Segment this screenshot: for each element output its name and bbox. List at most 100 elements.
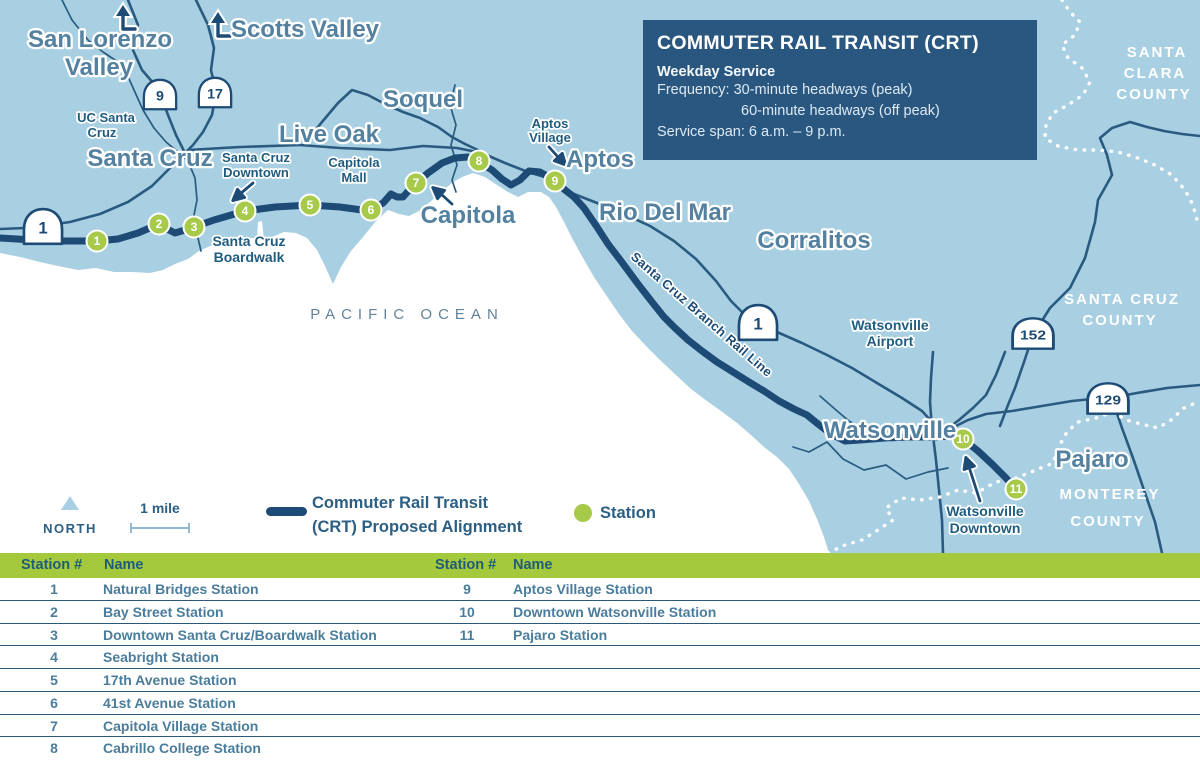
station-name: Capitola Village Station: [103, 717, 259, 734]
label-aptos-village-2: Village: [529, 130, 571, 145]
road-watsonville-main: [928, 350, 945, 555]
station-marker-7: 7: [404, 171, 428, 195]
road-soquel-loop: [303, 88, 482, 153]
station-marker-4: 4: [233, 199, 257, 223]
annotation-arrows: [229, 143, 984, 505]
svg-text:11: 11: [1010, 482, 1023, 496]
highway-1-south-number: 1: [753, 315, 762, 334]
label-live-oak: Live Oak: [279, 121, 380, 148]
svg-text:10: 10: [956, 432, 970, 446]
info-box-subtitle: Weekday Service: [657, 64, 776, 80]
monterey-county-line: [826, 399, 1200, 555]
station-name: Downtown Santa Cruz/Boardwalk Station: [103, 626, 377, 643]
station-name: Aptos Village Station: [513, 581, 653, 597]
highway-152-number: 152: [1020, 329, 1046, 343]
station-legend-dot: [574, 504, 592, 522]
label-watsonville-airport-2: Airport: [867, 333, 914, 349]
station-number: 2: [50, 603, 58, 620]
highway-9-number: 9: [156, 89, 164, 105]
label-santa-clara-county-3: COUNTY: [1116, 86, 1191, 103]
label-pacific-ocean: PACIFIC OCEAN: [310, 306, 504, 323]
station-number: 9: [463, 581, 471, 597]
transit-map: Santa Cruz Branch Rail Line 9 17 1: [0, 0, 1200, 555]
label-uc-santa-cruz-1: UC Santa: [77, 110, 136, 125]
header-station-number-right: Station #: [435, 557, 497, 573]
label-watsonville: Watsonville: [824, 417, 956, 444]
header-station-name-left: Name: [104, 557, 144, 573]
table-row: 2 Bay Street Station 10 Downtown Watsonv…: [0, 601, 1200, 624]
label-santa-clara-county-2: CLARA: [1124, 65, 1187, 82]
soquel-creek: [449, 84, 458, 193]
label-aptos-village-1: Aptos: [532, 116, 569, 131]
svg-text:1: 1: [94, 234, 101, 248]
station-name: 41st Avenue Station: [103, 694, 236, 711]
north-label: NORTH: [43, 521, 97, 536]
north-indicator: NORTH: [43, 496, 97, 536]
highway-129-shield: [1086, 382, 1130, 415]
table-row: 7 Capitola Village Station: [0, 715, 1200, 738]
station-number: 4: [50, 649, 58, 666]
route-legend-swatch: [266, 507, 307, 516]
highway-17-number: 17: [207, 87, 223, 103]
svg-text:8: 8: [476, 154, 483, 168]
station-marker-5: 5: [298, 193, 322, 217]
svg-text:4: 4: [242, 204, 249, 218]
road-highway-152: [998, 120, 1200, 428]
svg-text:9: 9: [552, 174, 559, 188]
label-watsonville-airport-1: Watsonville: [851, 317, 928, 333]
station-marker-6: 6: [359, 198, 383, 222]
road-highway-1-east: [186, 143, 947, 434]
station-number: 3: [50, 626, 58, 643]
highway-1-south-shield: [737, 303, 779, 342]
highway-1-west-shield: [22, 207, 64, 246]
downtown-santa-cruz-arrow: [238, 181, 255, 196]
label-capitola: Capitola: [421, 202, 516, 229]
capitola-arrow: [439, 192, 454, 206]
svg-text:5: 5: [307, 198, 314, 212]
info-box-frequency-2: 60-minute headways (off peak): [741, 103, 940, 119]
station-markers: 1 2 3 4 5 6 7 8 9 10 11: [85, 149, 1028, 501]
svg-text:3: 3: [191, 220, 198, 234]
highway-1-west-number: 1: [38, 219, 47, 238]
table-row: 5 17th Avenue Station: [0, 669, 1200, 692]
service-info-box: COMMUTER RAIL TRANSIT (CRT) Weekday Serv…: [643, 20, 1037, 160]
label-pajaro: Pajaro: [1055, 446, 1128, 473]
label-santa-cruz-county-1: SANTA CRUZ: [1064, 291, 1180, 308]
label-capitola-mall-1: Capitola: [328, 155, 380, 170]
label-santa-cruz-downtown-2: Downtown: [223, 165, 289, 180]
label-aptos: Aptos: [566, 146, 634, 173]
station-name: Natural Bridges Station: [103, 581, 259, 597]
station-legend-label: Station: [600, 504, 656, 522]
station-marker-11: 11: [1004, 477, 1028, 501]
pacific-ocean-shape: [0, 173, 829, 553]
label-soquel: Soquel: [383, 86, 463, 113]
santa-clara-county-line: [1043, 0, 1199, 222]
label-monterey-county-2: COUNTY: [1070, 513, 1145, 530]
highway-9-shield: [142, 78, 178, 111]
road-highway-129: [946, 383, 1200, 432]
station-table-header: Station # Name Station # Name: [0, 553, 1200, 578]
label-capitola-mall-2: Mall: [341, 170, 366, 185]
label-corralitos: Corralitos: [757, 227, 870, 254]
label-santa-cruz: Santa Cruz: [87, 145, 212, 172]
station-marker-9: 9: [543, 169, 567, 193]
station-marker-2: 2: [147, 212, 171, 236]
san-lorenzo-river: [61, 0, 202, 252]
info-box-frequency-1: Frequency: 30-minute headways (peak): [657, 82, 913, 98]
label-uc-santa-cruz-2: Cruz: [88, 125, 117, 140]
station-name: Cabrillo College Station: [103, 740, 261, 757]
map-legend: NORTH 1 mile Commuter Rail Transit (CRT)…: [0, 480, 700, 550]
station-name: Seabright Station: [103, 649, 219, 666]
station-number: 7: [50, 717, 58, 734]
road-northeast-branch: [945, 350, 1007, 431]
label-san-lorenzo-valley-1: San Lorenzo: [28, 26, 172, 53]
station-name: Downtown Watsonville Station: [513, 603, 717, 620]
north-arrow-icon: [61, 496, 79, 510]
station-marker-3: 3: [182, 215, 206, 239]
header-station-number-left: Station #: [21, 557, 83, 573]
scotts-valley-turn-arrow-icon: [216, 18, 232, 38]
table-row: 6 41st Avenue Station: [0, 692, 1200, 715]
road-pajaro-south: [1111, 400, 1164, 555]
info-box-service-span: Service span: 6 a.m. – 9 p.m.: [657, 124, 846, 140]
label-rio-del-mar: Rio Del Mar: [599, 199, 731, 226]
